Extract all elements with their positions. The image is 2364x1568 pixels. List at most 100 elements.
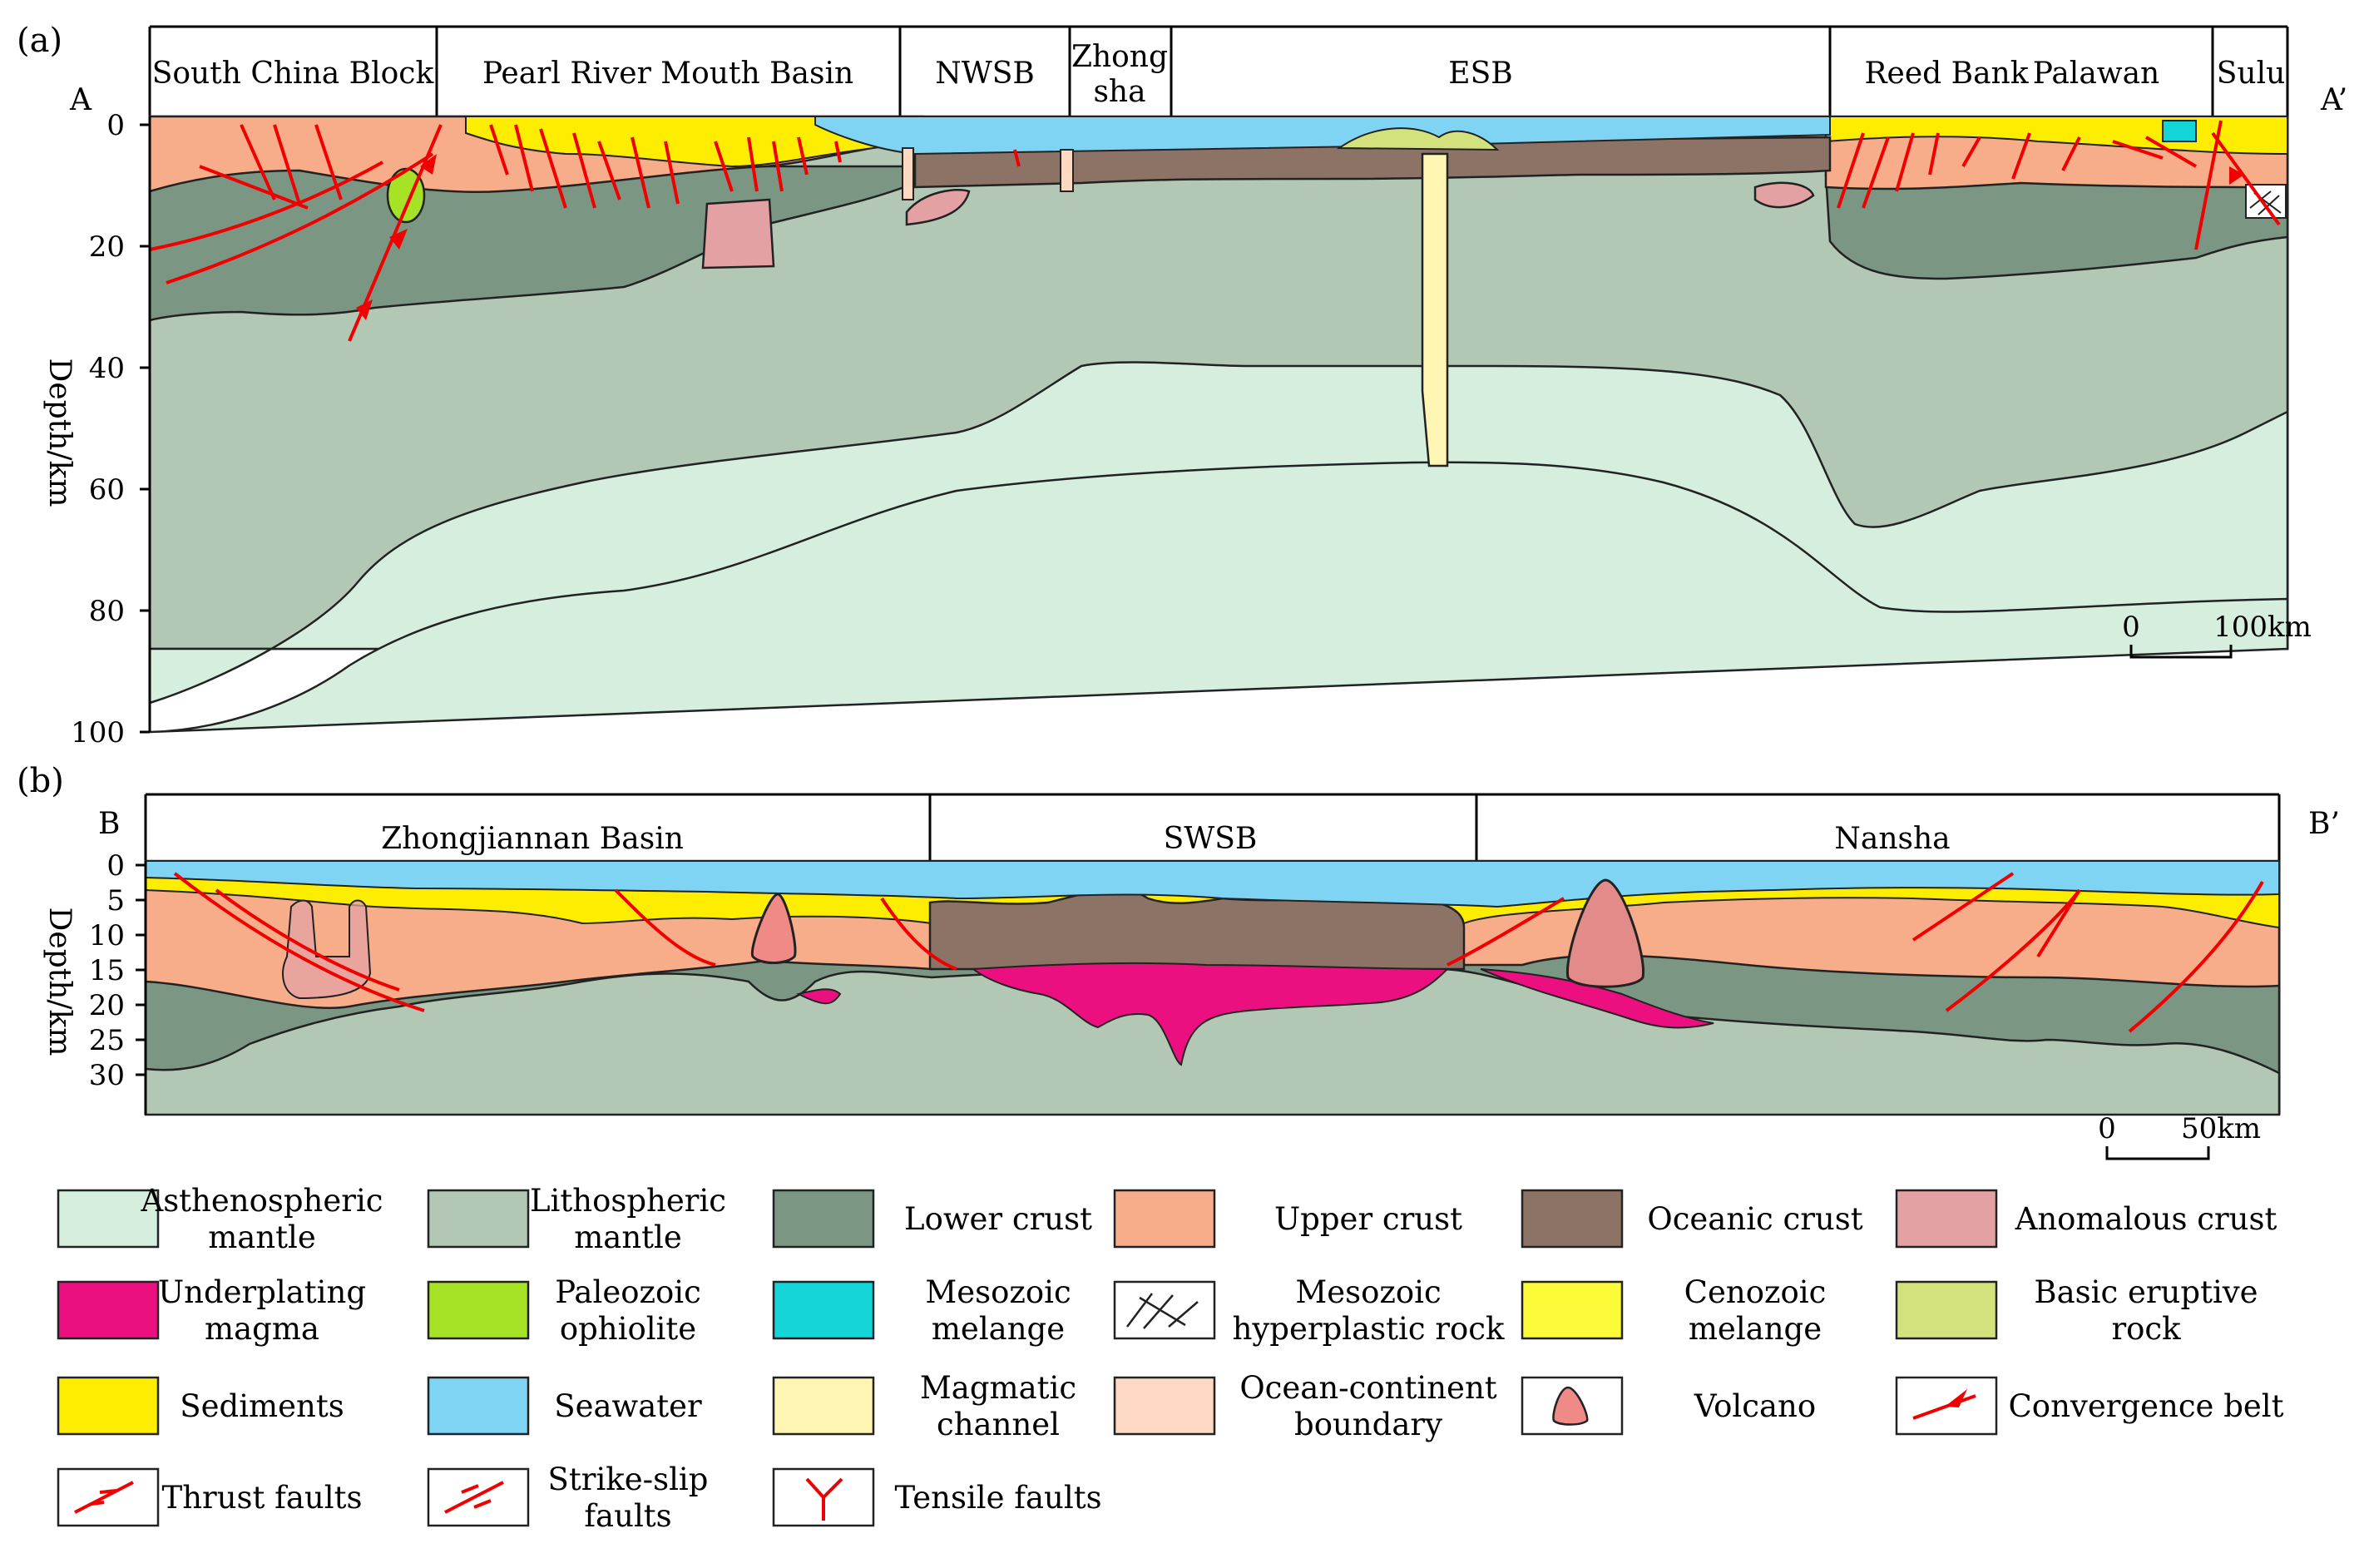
legend-label-sediments: Sediments — [180, 1388, 344, 1424]
a-depth-axis-label: Depth/km — [42, 359, 77, 507]
a-tick-40: 40 — [89, 352, 125, 385]
legend-label-underplating-magma: Underplating — [158, 1274, 366, 1310]
region-esb: ESB — [1448, 57, 1512, 91]
legend-swatch-lower-crust — [772, 1189, 875, 1249]
legend-label-mesozoic-melange: melange — [932, 1311, 1065, 1347]
panel-a-label: (a) — [17, 22, 62, 60]
convergence-belt-teeth-a — [356, 154, 2244, 320]
legend-swatch-lithospheric-mantle — [427, 1189, 530, 1249]
legend-label-lithospheric-mantle: mantle — [574, 1219, 682, 1255]
legend-label-cenozoic-melange: melange — [1689, 1311, 1822, 1347]
scale-bar-a: 0 100km — [2122, 611, 2312, 659]
legend-swatch-anomalous-crust — [1895, 1189, 1998, 1249]
region-zhongjiannan-basin: Zhongjiannan Basin — [381, 822, 684, 856]
a-tick-80: 80 — [89, 595, 125, 628]
anomalous-crust-b — [282, 899, 372, 1000]
seawater-a — [814, 116, 1831, 156]
faults-panel-b — [173, 872, 2264, 1033]
panel-a: (a) South China Block Pearl River Mouth … — [17, 22, 2347, 749]
legend-swatch-thrust-faults — [57, 1467, 160, 1527]
svg-text:50km: 50km — [2181, 1112, 2261, 1145]
b-tick-30: 30 — [89, 1059, 125, 1092]
legend-swatch-cenozoic-melange — [1521, 1280, 1624, 1340]
panel-b: (b) Zhongjiannan Basin SWSB Nansha B B’ — [17, 762, 2340, 1160]
region-nwsb: NWSB — [935, 57, 1035, 91]
legend-swatch-upper-crust — [1113, 1189, 1216, 1249]
a-tick-60: 60 — [89, 473, 125, 507]
legend-item-upper-crust: Upper crust — [1113, 1189, 1462, 1249]
legend-label-paleozoic-ophiolite: ophiolite — [560, 1311, 696, 1347]
legend-swatch-underplating-magma — [57, 1280, 160, 1340]
region-reed-bank: Reed Bank — [1864, 57, 2029, 91]
panel-b-label: (b) — [17, 762, 64, 800]
legend-item-convergence-belt: Convergence belt — [1895, 1376, 2284, 1436]
legend-item-thrust-faults: Thrust faults — [57, 1467, 363, 1527]
a-tick-20: 20 — [89, 230, 125, 264]
seawater-b — [145, 860, 2280, 908]
legend-label-basic-eruptive-rock: Basic eruptive — [2034, 1274, 2258, 1310]
section-end-a-prime: A’ — [2320, 83, 2347, 117]
legend-label-tensile-faults: Tensile faults — [894, 1480, 1101, 1516]
legend-swatch-asthenospheric-mantle — [57, 1189, 160, 1249]
legend-item-volcano: Volcano — [1521, 1376, 1816, 1436]
a-tick-100: 100 — [71, 716, 125, 749]
legend-swatch-ocean-continent-boundary — [1113, 1376, 1216, 1436]
legend-swatch-seawater — [427, 1376, 530, 1436]
legend-label-strike-slip-faults: faults — [584, 1498, 671, 1534]
volcano-b2 — [1565, 878, 1645, 988]
legend-label-ocean-continent-boundary: boundary — [1294, 1407, 1442, 1442]
region-sulu: Sulu — [2217, 57, 2286, 91]
underplating-magma-b2 — [796, 988, 842, 1005]
legend-item-tensile-faults: Tensile faults — [772, 1467, 1102, 1527]
legend-label-basic-eruptive-rock: rock — [2111, 1311, 2181, 1347]
legend-label-asthenospheric-mantle: Asthenospheric — [140, 1183, 383, 1219]
legend-label-lithospheric-mantle: Lithospheric — [530, 1183, 726, 1219]
legend-swatch-mesozoic-melange — [772, 1280, 875, 1340]
mesozoic-melange-a — [2162, 120, 2197, 142]
legend-item-seawater: Seawater — [427, 1376, 702, 1436]
region-palawan: Palawan — [2033, 57, 2160, 91]
legend-label-cenozoic-melange: Cenozoic — [1684, 1274, 1827, 1310]
magmatic-channel-a — [1421, 152, 1449, 467]
b-tick-20: 20 — [89, 989, 125, 1022]
legend-label-lower-crust: Lower crust — [904, 1201, 1092, 1237]
legend-label-asthenospheric-mantle: mantle — [208, 1219, 316, 1255]
legend: AsthenosphericmantleLithosphericmantleLo… — [57, 1183, 2284, 1534]
ocean-continent-boundary-a — [902, 147, 914, 200]
legend-label-mesozoic-melange: Mesozoic — [925, 1274, 1071, 1310]
legend-label-thrust-faults: Thrust faults — [162, 1480, 363, 1516]
legend-label-convergence-belt: Convergence belt — [2009, 1388, 2284, 1424]
legend-swatch-strike-slip-faults — [427, 1467, 530, 1527]
b-depth-axis-label: Depth/km — [42, 908, 77, 1056]
legend-swatch-paleozoic-ophiolite — [427, 1280, 530, 1340]
legend-swatch-sediments — [57, 1376, 160, 1436]
section-end-a: A — [69, 83, 92, 117]
legend-item-lower-crust: Lower crust — [772, 1189, 1092, 1249]
b-tick-5: 5 — [106, 884, 125, 918]
b-tick-25: 25 — [89, 1024, 125, 1057]
b-tick-15: 15 — [89, 954, 125, 987]
region-south-china-block: South China Block — [152, 57, 435, 91]
legend-swatch-basic-eruptive-rock — [1895, 1280, 1998, 1340]
legend-item-oceanic-crust: Oceanic crust — [1521, 1189, 1863, 1249]
legend-swatch-mesozoic-hyperplastic-rock — [1113, 1280, 1216, 1340]
legend-label-volcano: Volcano — [1694, 1388, 1816, 1424]
legend-swatch-oceanic-crust — [1521, 1189, 1624, 1249]
region-zhongsha-line1: Zhong — [1071, 40, 1168, 74]
b-tick-10: 10 — [89, 919, 125, 952]
lower-crust-right-a — [1824, 173, 2289, 280]
legend-label-oceanic-crust: Oceanic crust — [1647, 1201, 1862, 1237]
legend-label-ocean-continent-boundary: Ocean-continent — [1239, 1370, 1496, 1406]
legend-label-upper-crust: Upper crust — [1274, 1201, 1462, 1237]
anomalous-crust-a1 — [701, 198, 775, 270]
basic-eruptive-rock-a — [1336, 127, 1500, 151]
